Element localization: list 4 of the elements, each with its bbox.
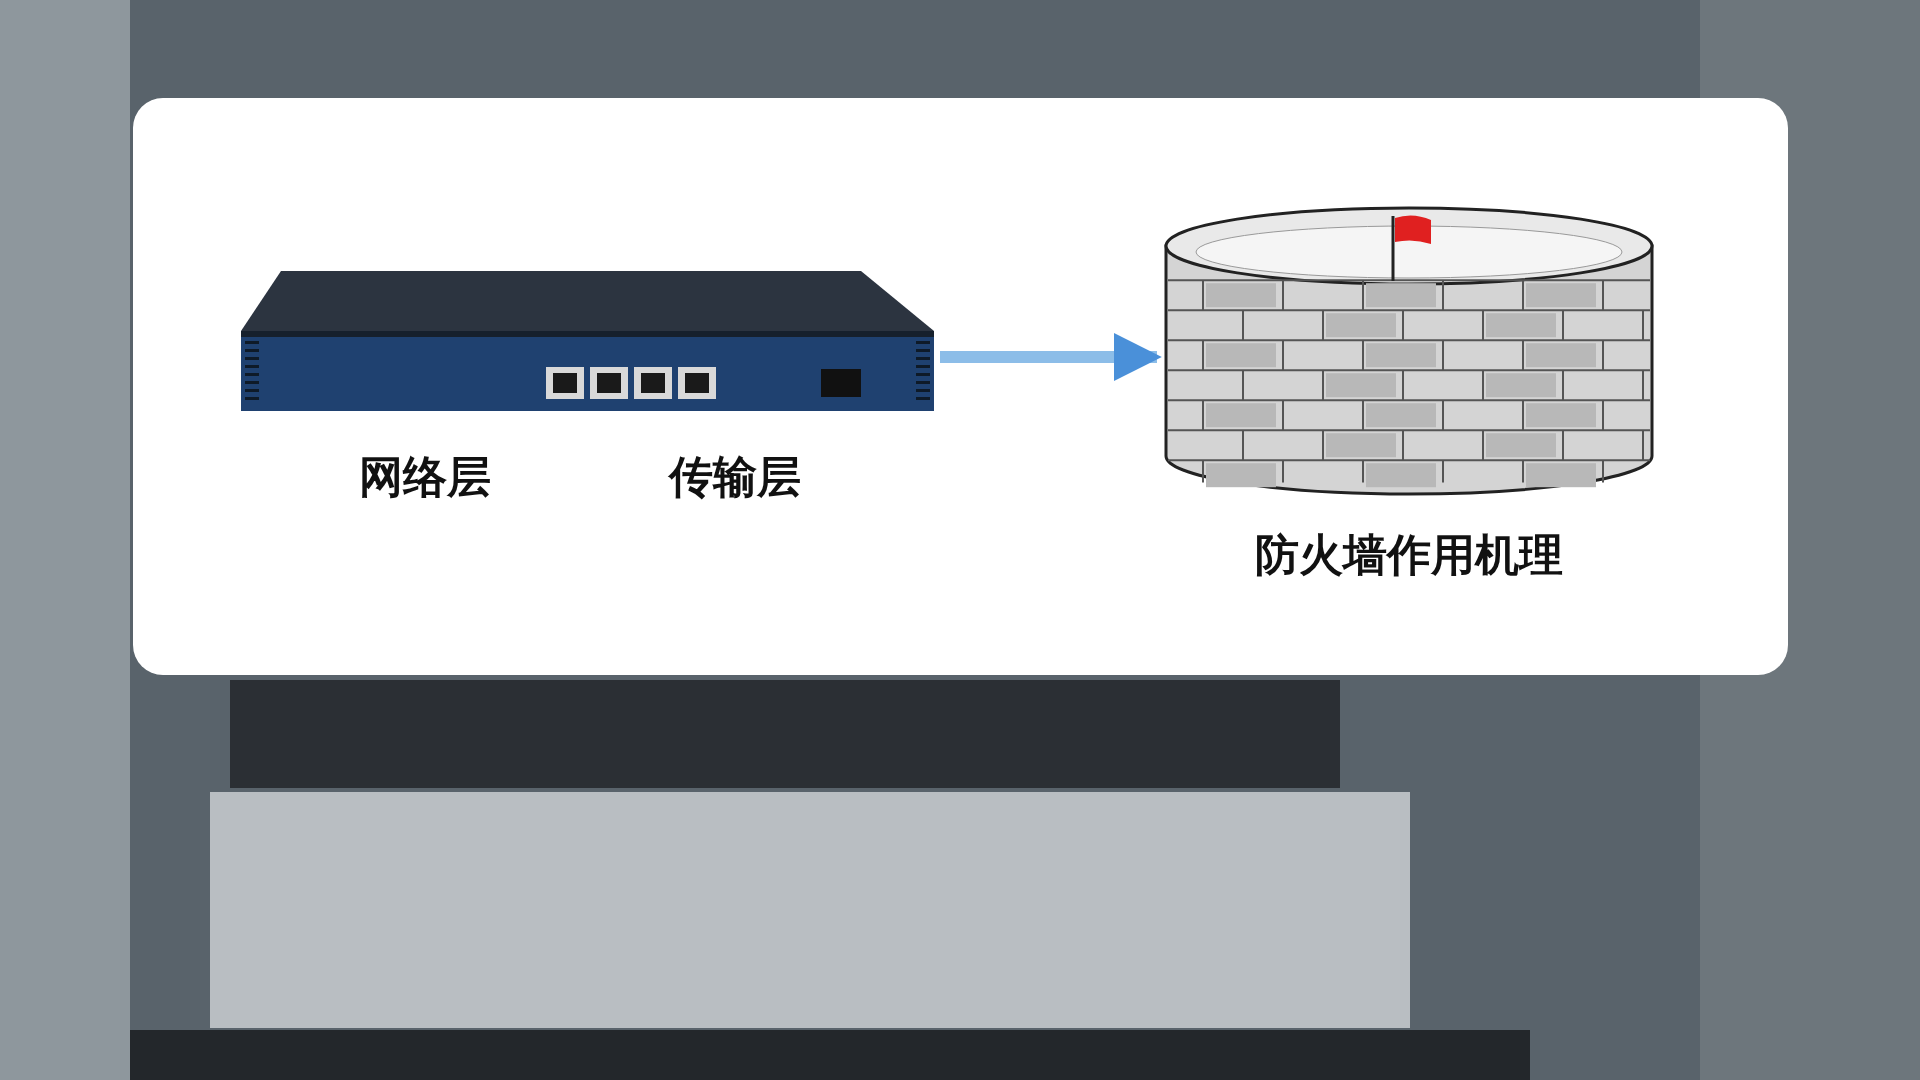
layer-label: 传输层 [669,450,801,504]
arrow [940,333,1162,381]
node-label: 防火墙作用机理 [1255,528,1563,582]
layer-label: 网络层 [359,450,491,504]
